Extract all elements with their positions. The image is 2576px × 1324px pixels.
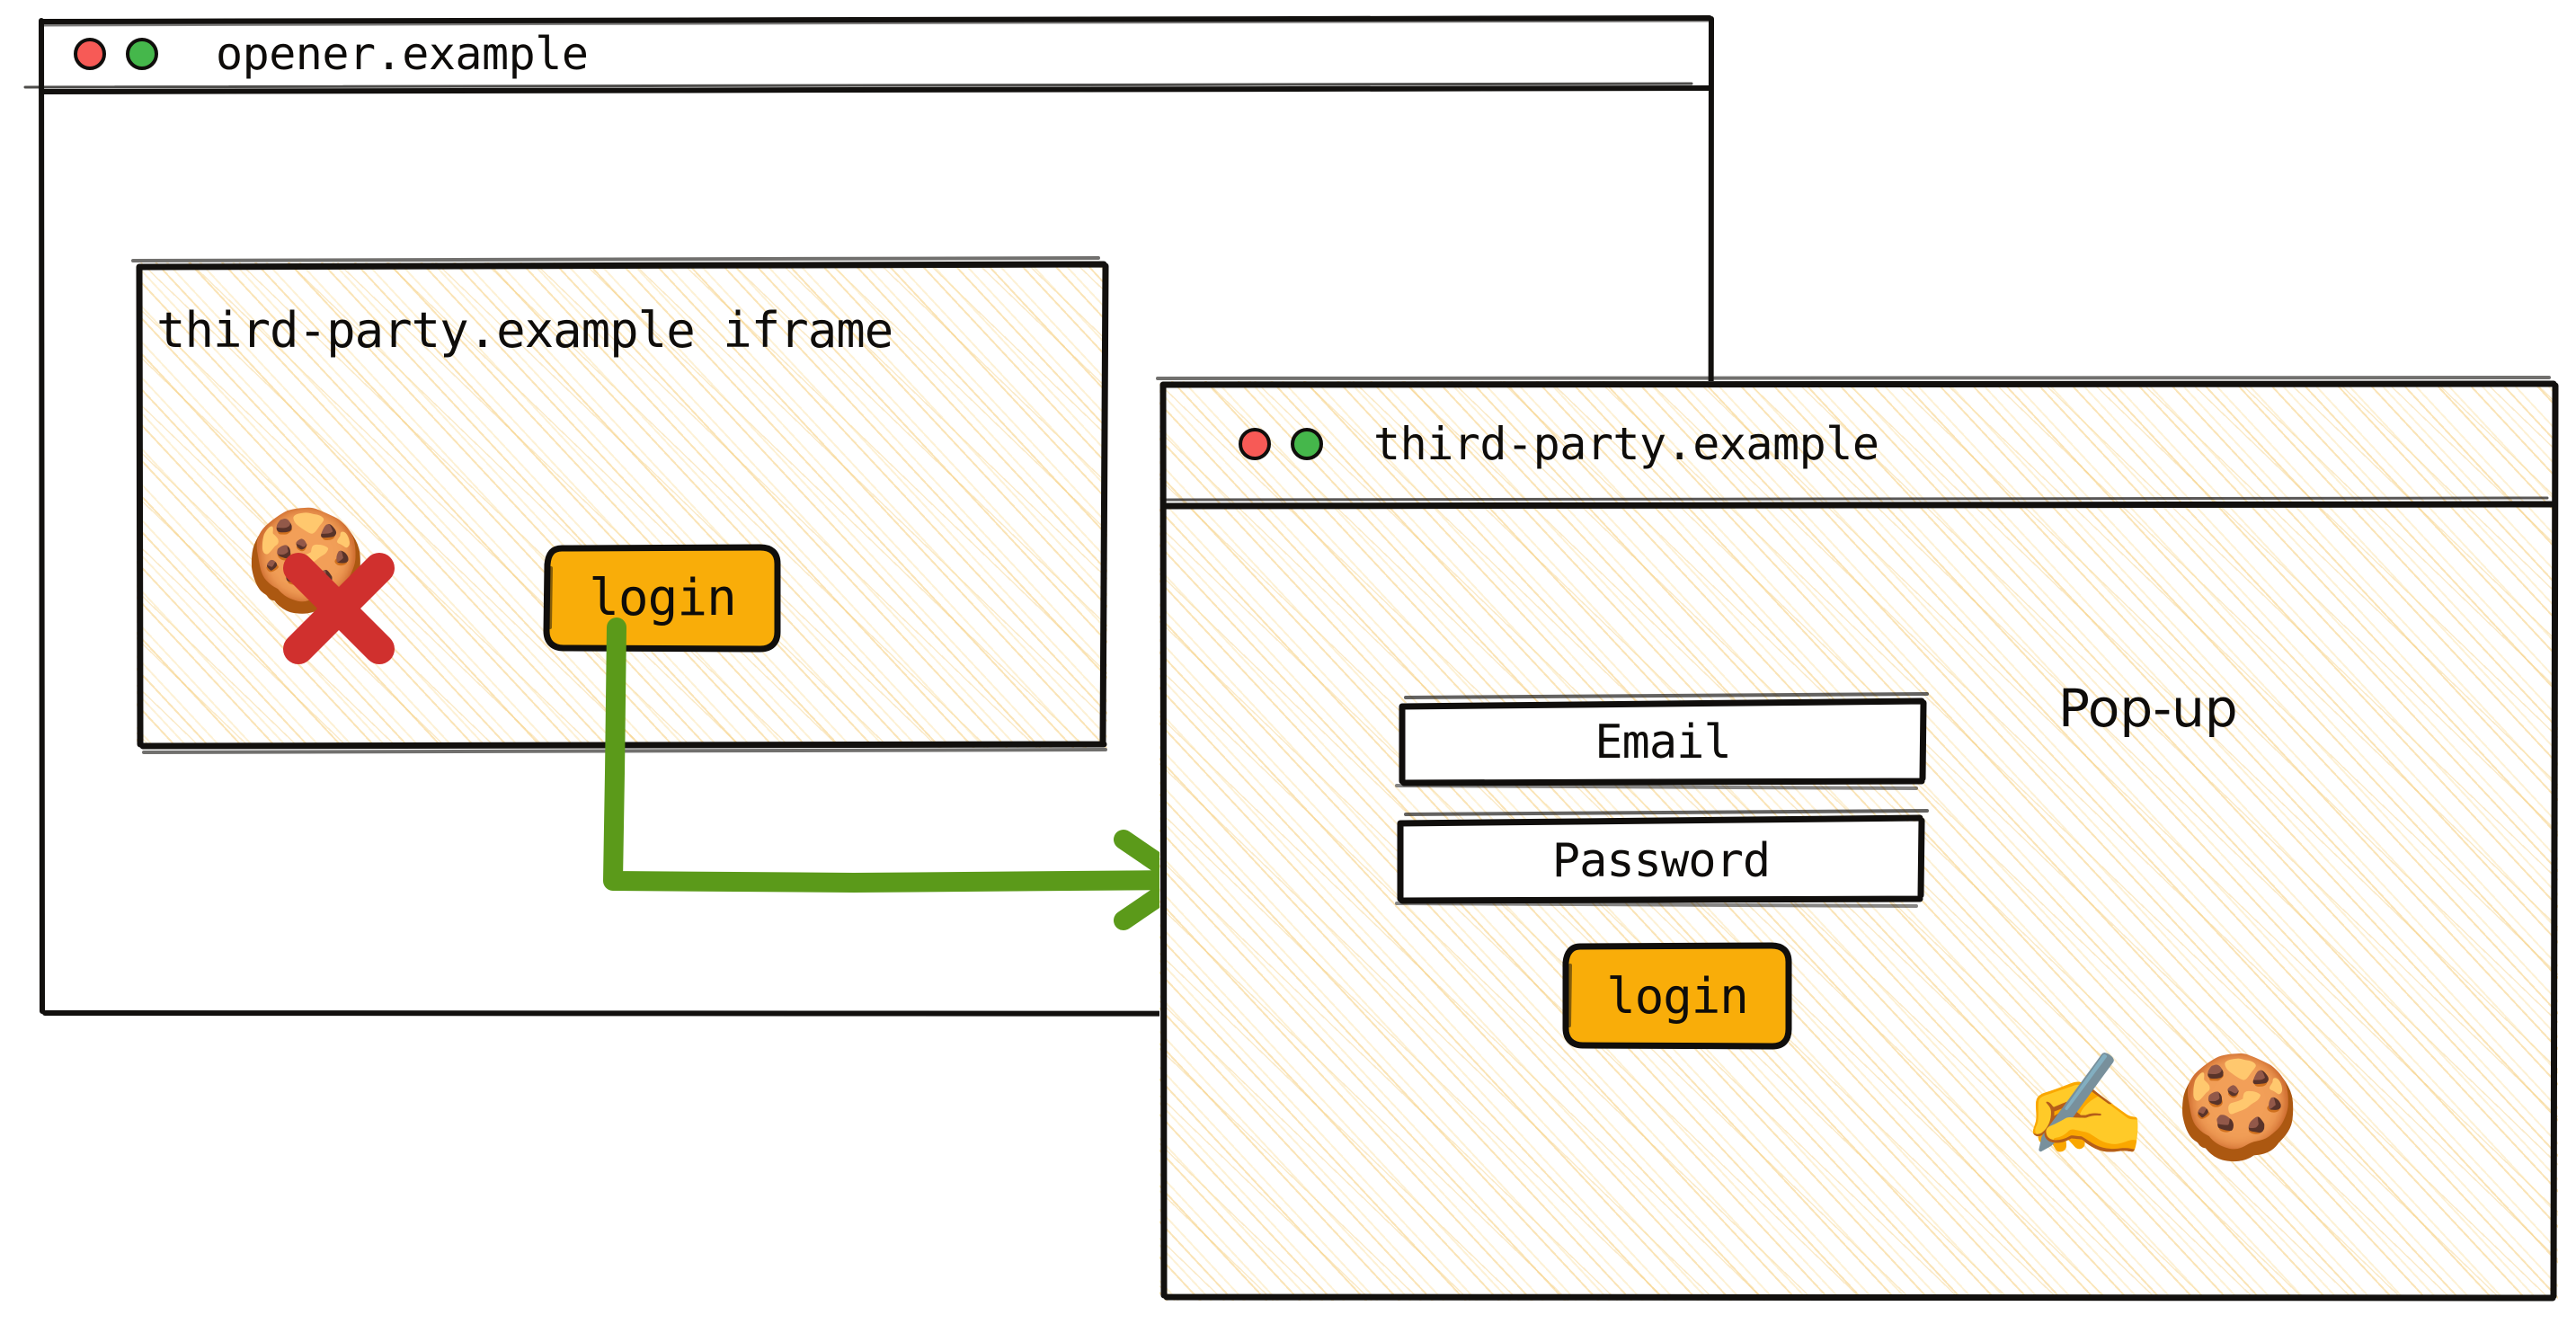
writing-hand-icon: ✍️ [2022,1047,2148,1164]
popup-window: third-party.example Email Password [1156,376,2559,1302]
close-dot[interactable] [74,38,106,70]
maximize-dot[interactable] [1291,427,1323,460]
email-field[interactable]: Email [1395,692,1929,790]
password-field-label: Password [1551,834,1771,888]
opener-titlebar: opener.example [40,16,1747,92]
popup-annotation-label: Pop-up [2058,678,2238,739]
popup-login-button-label: login [1606,967,1749,1025]
email-field-label: Email [1594,715,1732,769]
iframe-login-button[interactable]: login [543,544,781,653]
close-dot[interactable] [1239,427,1271,460]
iframe-login-button-label: login [589,568,737,627]
popup-titlebar: third-party.example [1159,381,2576,506]
iframe-panel-title: third-party.example iframe [156,302,893,359]
opener-window-title: opener.example [216,28,589,80]
popup-login-button[interactable]: login [1562,942,1792,1050]
cookie-icon: 🍪 [244,502,368,618]
third-party-iframe-panel: third-party.example iframe 🍪 login [131,256,1109,754]
password-field[interactable]: Password [1395,809,1929,908]
cookie-icon: 🍪 [2175,1049,2301,1166]
maximize-dot[interactable] [126,38,158,70]
popup-window-title: third-party.example [1373,417,1879,470]
